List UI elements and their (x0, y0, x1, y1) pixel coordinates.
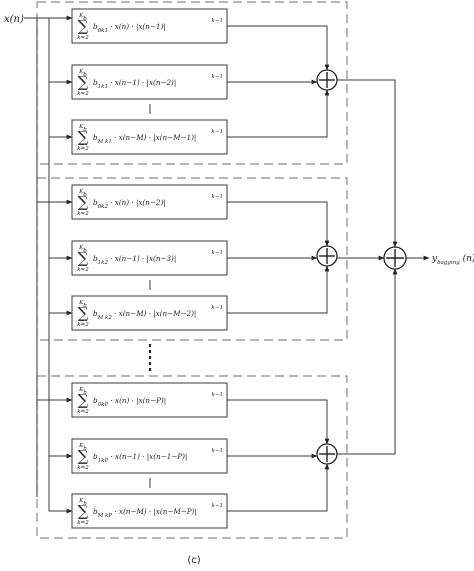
block-expression: b1k2 · x(n−1) · |x(n−3)| (93, 254, 176, 266)
filter-block-g3-1 (71, 382, 228, 418)
sum-symbol: ∑ (78, 304, 89, 322)
block-output-g3-1 (227, 399, 330, 445)
sum-symbol: ∑ (78, 17, 89, 35)
block-output-g2-1 (227, 201, 330, 247)
sum-symbol: ∑ (78, 502, 89, 520)
block-input-g3-3 (48, 501, 73, 514)
block-expression: bM k1 · x(n−M) · |x(n−M−1)| (93, 133, 196, 145)
input-label: x(n) (4, 14, 24, 25)
filter-block-g3-3 (71, 493, 228, 529)
block-power: k−1 (212, 250, 223, 256)
sum-upper-limit: Kb (78, 387, 87, 396)
block-power: k−1 (212, 18, 223, 24)
filter-block-g2-3 (71, 295, 228, 331)
filter-block-g3-2 (71, 438, 228, 474)
block-power: k−1 (212, 74, 223, 80)
block-power: k−1 (212, 129, 223, 135)
block-expression: b0k2 · x(n) · |x(n−2)| (93, 198, 166, 210)
summation-node-1 (316, 69, 338, 91)
filter-block-g1-2 (71, 64, 228, 100)
block-power: k−1 (212, 503, 223, 509)
block-expression: b0kP · x(n) · |x(n−P)| (93, 396, 166, 408)
sum-upper-limit: Kb (78, 300, 87, 309)
sum-upper-limit: Kb (78, 443, 87, 452)
block-output-g2-3 (227, 265, 330, 314)
sum-symbol: ∑ (78, 447, 89, 465)
block-power: k−1 (212, 305, 223, 311)
block-output-g1-3 (227, 89, 330, 138)
summation-node-3 (316, 443, 338, 465)
sum-lower-limit: k=2 (77, 35, 89, 41)
block-input-g2-3 (48, 303, 73, 316)
figure-caption: (c) (187, 555, 200, 566)
sum-symbol: ∑ (78, 193, 89, 211)
filter-block-g1-3 (71, 119, 228, 155)
block-expression: bM k2 · x(n−M) · |x(n−M−2)| (93, 309, 196, 321)
sum-symbol: ∑ (78, 249, 89, 267)
sum-upper-limit: Kb (78, 189, 87, 198)
block-expression: bM kP · x(n−M) · |x(n−M−P)| (93, 507, 197, 519)
sum-lower-limit: k=2 (77, 211, 89, 217)
block-output-g1-1 (227, 25, 330, 71)
sum-symbol: ∑ (78, 128, 89, 146)
block-expression: b1k1 · x(n−1) · |x(n−2)| (93, 78, 176, 90)
sum-lower-limit: k=2 (77, 520, 89, 526)
block-power: k−1 (212, 194, 223, 200)
block-input-g1-3 (48, 127, 73, 140)
sum-lower-limit: k=2 (77, 465, 89, 471)
sum-symbol: ∑ (78, 73, 89, 91)
sum-upper-limit: Kb (78, 124, 87, 133)
group-sum-line-3 (337, 268, 398, 455)
block-expression: b1kP · x(n−1) · |x(n−1−P)| (93, 452, 187, 464)
sum-symbol: ∑ (78, 391, 89, 409)
output-label: ybagging (n) (431, 253, 474, 266)
sum-upper-limit: Kb (78, 13, 87, 22)
block-power: k−1 (212, 448, 223, 454)
sum-lower-limit: k=2 (77, 91, 89, 97)
group-sum-line-1 (337, 79, 398, 248)
filter-block-g2-2 (71, 240, 228, 276)
sum-upper-limit: Kb (78, 245, 87, 254)
output-summation-node (383, 246, 407, 270)
block-output-g3-3 (227, 463, 330, 512)
sum-lower-limit: k=2 (77, 322, 89, 328)
block-expression: b0k1 · x(n) · |x(n−1)| (93, 22, 166, 34)
filter-block-g1-1 (71, 8, 228, 44)
block-power: k−1 (212, 392, 223, 398)
sum-upper-limit: Kb (78, 498, 87, 507)
sum-lower-limit: k=2 (77, 146, 89, 152)
sum-lower-limit: k=2 (77, 267, 89, 273)
sum-upper-limit: Kb (78, 69, 87, 78)
summation-node-2 (316, 245, 338, 267)
filter-block-g2-1 (71, 184, 228, 220)
sum-lower-limit: k=2 (77, 409, 89, 415)
